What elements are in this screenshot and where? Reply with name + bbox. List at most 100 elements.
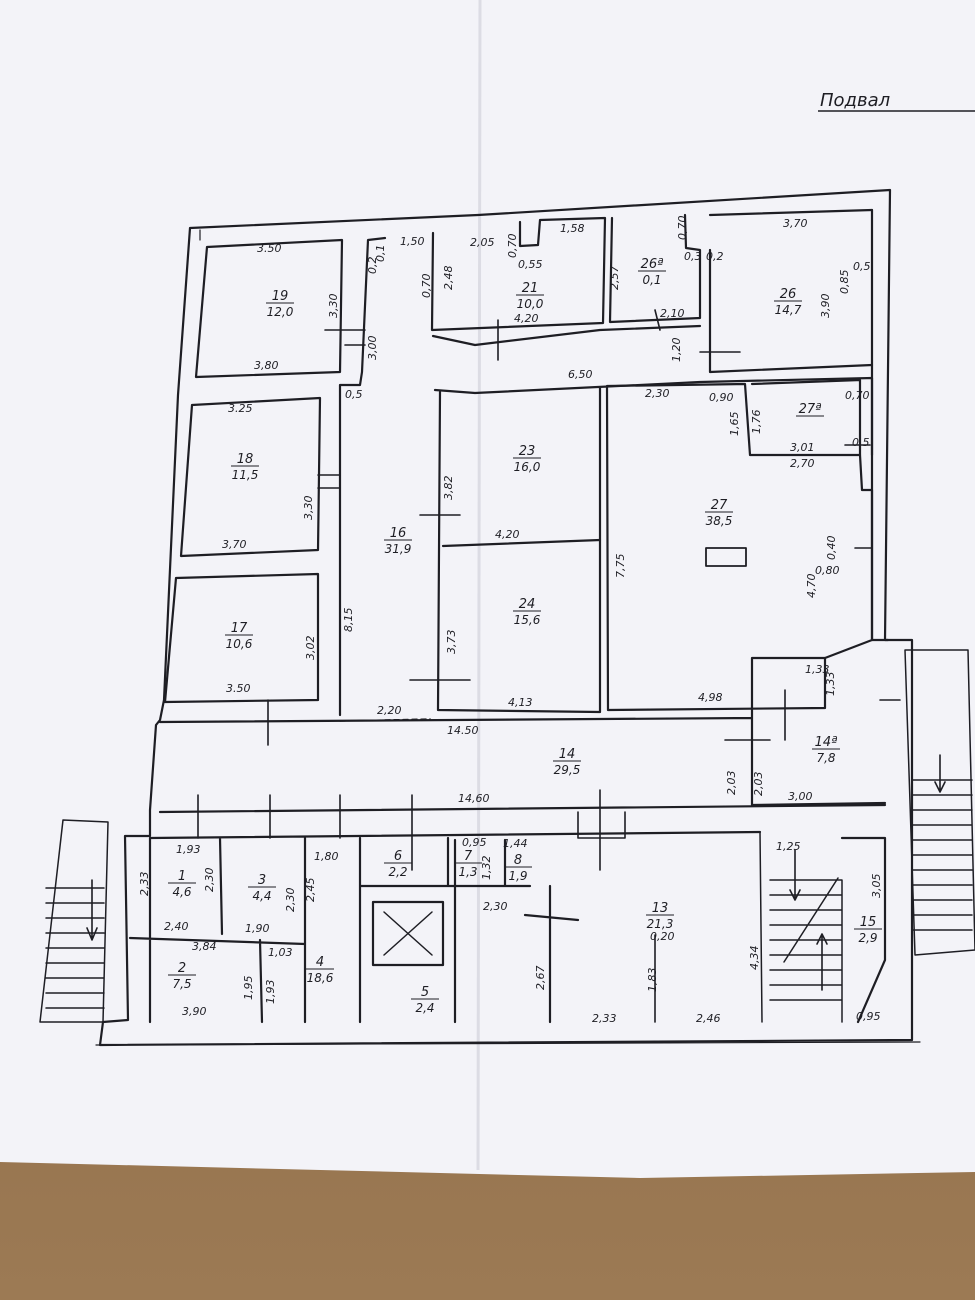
room-area-8: 1,9 — [508, 869, 527, 883]
room-26a — [608, 213, 702, 324]
dimension-label: 3,90 — [819, 294, 832, 319]
outer-wall — [98, 188, 914, 1047]
dimension-label: 0,70 — [506, 234, 519, 259]
room-number-2: 2 — [178, 961, 186, 976]
dimension-label: 1,03 — [268, 946, 293, 959]
room-area-5: 2,4 — [415, 1001, 434, 1015]
room-23-24-divider — [441, 538, 602, 548]
dimension-label: 0,20 — [650, 930, 675, 943]
room-number-23: 23 — [519, 444, 536, 459]
dimension-label: 1,90 — [245, 922, 270, 935]
dimension-label: 3.50 — [257, 242, 282, 255]
dimension-label: 3,82 — [442, 476, 455, 501]
room-area-26: 14,7 — [775, 303, 802, 317]
dimension-label: 4,20 — [514, 312, 539, 325]
dimension-label: 0,90 — [709, 391, 734, 404]
room-number-27a: 27ª — [799, 402, 822, 417]
dimension-label: 2,45 — [304, 878, 317, 903]
dimension-label: 0,2 — [366, 257, 379, 275]
dimension-label: 0,3 — [684, 250, 702, 263]
elevator-cross — [383, 911, 433, 956]
room-15 — [840, 836, 887, 1024]
dimension-label: 3,70 — [222, 538, 247, 551]
room-26 — [708, 208, 874, 374]
paper-fold — [476, 0, 482, 1171]
dimension-label: 1,33 — [805, 663, 830, 676]
room-area-13: 21,3 — [647, 917, 674, 931]
dimension-label: 1,95 — [242, 976, 255, 1001]
corridor-top-wall — [431, 324, 702, 347]
room-number-13: 13 — [652, 901, 669, 916]
dimension-label: 3,05 — [870, 874, 883, 899]
dimension-label: 0,95 — [462, 836, 487, 849]
dimension-label: 8,15 — [342, 608, 355, 633]
room-18 — [179, 396, 322, 558]
dimension-label: 2,46 — [696, 1012, 721, 1025]
room-number-4: 4 — [316, 955, 324, 970]
dimension-label: 3,84 — [192, 940, 217, 953]
dimension-label: 0,5 — [345, 388, 363, 401]
lower-rooms — [128, 830, 762, 1024]
room-number-15: 15 — [860, 915, 877, 930]
dimension-label: 0,2 — [706, 250, 724, 263]
room-area-17: 10,6 — [226, 637, 253, 651]
dimension-label: 3,01 — [790, 441, 815, 454]
room-number-26: 26 — [780, 287, 797, 302]
dimension-label: 3.25 — [228, 402, 253, 415]
dimension-label: 3,90 — [182, 1005, 207, 1018]
dimension-label: 0,70 — [676, 216, 689, 241]
dimension-label: 1,20 — [670, 338, 683, 363]
room-area-16: 31,9 — [385, 542, 412, 556]
dimension-label: 2,48 — [442, 266, 455, 291]
room-number-14a: 14ª — [815, 735, 838, 750]
dimension-label: 2,33 — [592, 1012, 617, 1025]
dimension-label: 4,13 — [508, 696, 533, 709]
dimension-label: 2,03 — [725, 771, 738, 796]
room-number-3: 3 — [258, 873, 266, 888]
dimension-label: 3,02 — [304, 636, 317, 661]
room-number-17: 17 — [231, 621, 248, 636]
rooms-23-24-outline — [433, 376, 874, 714]
dimension-label: 1,83 — [646, 968, 659, 993]
room-area-23: 16,0 — [514, 460, 541, 474]
room-19 — [194, 238, 344, 379]
room-area-1: 4,6 — [172, 885, 191, 899]
dimension-label: 3,80 — [254, 359, 279, 372]
dimension-label: 2,05 — [470, 236, 495, 249]
dimension-label: 4,20 — [495, 528, 520, 541]
dimension-label: 3,00 — [788, 790, 813, 803]
dimension-label: 4,70 — [805, 574, 818, 599]
door-marks — [197, 309, 901, 1023]
dimension-label: 0,1 — [374, 245, 387, 263]
room-area-4: 18,6 — [307, 971, 334, 985]
room-27a — [750, 378, 862, 457]
external-stairs-right — [904, 649, 975, 956]
corridor-14 — [158, 656, 887, 814]
room-area-14a: 7,8 — [816, 751, 835, 765]
room-21 — [430, 216, 607, 332]
dimension-label: 3,30 — [302, 496, 315, 521]
room-number-27: 27 — [711, 498, 728, 513]
room-area-19: 12,0 — [267, 305, 294, 319]
room-area-7: 1,3 — [458, 865, 477, 879]
external-stairs-left — [39, 819, 109, 1023]
dimension-label: 1,93 — [264, 980, 277, 1005]
room-number-1: 1 — [178, 869, 186, 884]
room-number-6: 6 — [394, 849, 402, 864]
dimension-label: 2,03 — [752, 772, 765, 797]
sheet-title: Подвал — [820, 90, 890, 111]
corridor-16-wall — [338, 236, 387, 717]
room-number-7: 7 — [464, 849, 473, 864]
dimension-label: 0,5 — [853, 260, 871, 273]
dimension-label: 4,98 — [698, 691, 723, 704]
floor-plan — [39, 188, 975, 1047]
room-area-2: 7,5 — [172, 977, 191, 991]
stairs-right — [759, 831, 843, 1023]
dimension-label: 3,30 — [327, 294, 340, 319]
dimension-label: 1,44 — [503, 837, 528, 850]
room-area-24: 15,6 — [514, 613, 541, 627]
dimension-label: 2,40 — [164, 920, 189, 933]
dimension-label: 1,80 — [314, 850, 339, 863]
dimension-label: 2,33 — [138, 872, 151, 897]
